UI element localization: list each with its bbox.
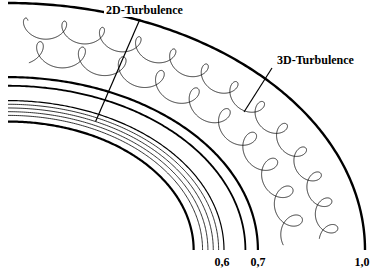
region-label: 2D-Turbulence [104, 3, 185, 17]
shell-arc [8, 108, 213, 250]
leader-line [244, 68, 272, 112]
shell-arc [8, 122, 194, 250]
radius-tick: 1,0 [353, 255, 372, 269]
swirl-curve [23, 18, 337, 239]
leader-line [96, 19, 140, 122]
radius-tick: 0,7 [249, 255, 268, 269]
shell-arc [8, 77, 258, 250]
leader-lines [96, 19, 272, 122]
shell-arc [8, 86, 245, 250]
swirl-curve [29, 42, 303, 246]
shell-arc [8, 104, 219, 250]
shell-arc [8, 115, 203, 250]
radius-tick: 0,6 [213, 255, 232, 269]
shell-arc [8, 3, 365, 250]
shell-arc [8, 101, 224, 250]
shell-arc [8, 112, 208, 250]
region-label: 3D-Turbulence [275, 53, 356, 67]
shell-arcs [8, 3, 365, 250]
